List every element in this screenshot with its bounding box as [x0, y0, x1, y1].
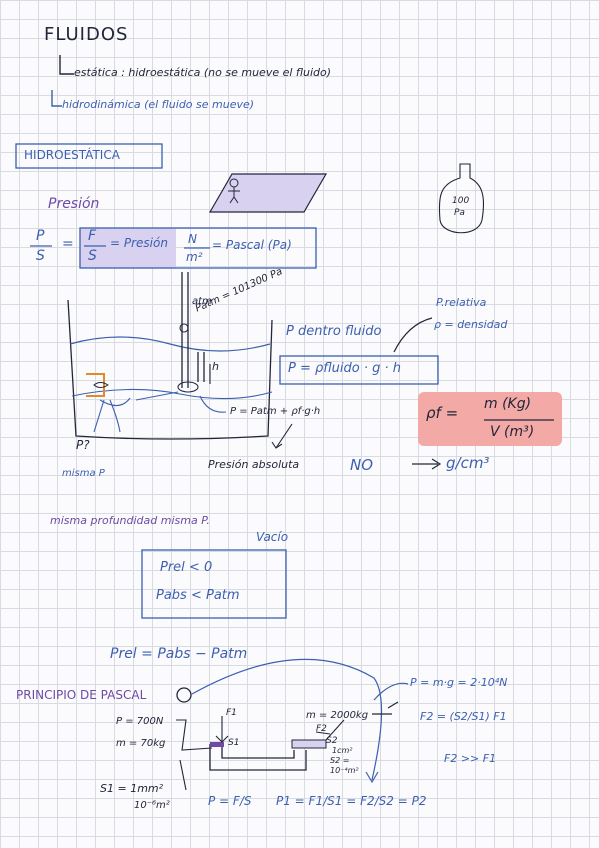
pascal-m2000: m = 2000kg — [306, 710, 369, 721]
pascal-pmg: P = m·g = 2·10⁴N — [410, 676, 508, 689]
pascal-pfs: P = F/S — [208, 794, 252, 808]
surface-parallelogram — [208, 173, 328, 213]
water-layer — [71, 388, 273, 400]
pascal-cm2: 1cm² — [332, 746, 353, 755]
formula-label: = Presión — [110, 236, 168, 250]
section-box — [15, 143, 163, 169]
bottle-icon — [438, 163, 485, 234]
formula-p: P — [36, 228, 45, 244]
relativa-label: P.relativa — [436, 296, 487, 309]
misma-p: misma P — [62, 468, 105, 479]
vacio-box — [141, 549, 287, 619]
pascal-s1val: 10⁻⁶m² — [134, 800, 170, 811]
pascal-m70: m = 70kg — [116, 738, 166, 749]
formula-f: F — [88, 228, 97, 244]
pascal-s2val: 10⁻⁴m² — [330, 766, 359, 775]
branch-arrow-1 — [59, 55, 74, 75]
branch-arrow-2 — [51, 90, 62, 107]
vacio-line1: Prel < 0 — [160, 560, 213, 575]
h-label: h — [212, 360, 219, 373]
formula-n: N — [188, 232, 197, 246]
absoluta-label: Presión absoluta — [208, 458, 300, 471]
pressure-heading: Presión — [48, 196, 100, 212]
bottle-label-1: 100 — [452, 196, 470, 206]
profundidad-note: misma profundidad misma P. — [50, 514, 210, 527]
no-label: NO — [350, 456, 374, 474]
branch-statics: estática : hidroestática (no se mueve el… — [74, 66, 332, 79]
dentro-label: P dentro fluido — [286, 324, 382, 339]
pascal-p700: P = 700N — [116, 716, 164, 727]
gcm-label: g/cm³ — [446, 454, 490, 472]
pascal-arc — [191, 658, 383, 781]
pascal-title: PRINCIPIO DE PASCAL — [16, 688, 147, 702]
formula-s2: S — [88, 248, 97, 264]
pascal-f2gt: F2 >> F1 — [444, 752, 497, 765]
pascal-f2eq: F2 = (S2/S1) F1 — [420, 710, 507, 723]
dentro-formula: P = ρfluido · g · h — [288, 361, 401, 376]
vacio-line2: Pabs < Patm — [156, 588, 240, 603]
density-box — [418, 392, 562, 446]
pascal-p1: P1 = F1/S1 = F2/S2 = P2 — [276, 794, 427, 808]
density-lhs: ρf = — [426, 404, 459, 422]
pascal-f2: F2 — [316, 724, 327, 734]
pfluid-box — [279, 355, 439, 385]
formula-eq: = — [62, 236, 74, 252]
pascal-s1: S1 — [228, 738, 240, 748]
pascal-s2eq: S2 = — [330, 756, 350, 765]
atm-label: atm — [192, 296, 212, 307]
vacio-title: Vacío — [256, 530, 289, 544]
formula-highlight — [80, 228, 176, 268]
density-den: V (m³) — [490, 424, 535, 440]
pascal-s2: S2 — [326, 736, 338, 746]
formula-unit: = Pascal (Pa) — [212, 238, 292, 252]
densidad-label: ρ = densidad — [434, 318, 508, 331]
press-vessel — [209, 744, 307, 771]
p-abs-formula: P = Patm + ρf·g·h — [230, 406, 321, 417]
formula-box — [79, 227, 317, 269]
formula-m2: m² — [186, 250, 203, 264]
formula-s: S — [36, 248, 45, 264]
prel-formula: Prel = Pabs − Patm — [110, 646, 248, 662]
container — [67, 299, 273, 440]
pascal-s1eq: S1 = 1mm² — [100, 782, 164, 795]
section-heading: HIDROESTÁTICA — [24, 148, 120, 162]
branch-dynamics: hidrodinámica (el fluido se mueve) — [62, 98, 255, 111]
object-icon — [86, 373, 105, 397]
density-num: m (Kg) — [484, 396, 532, 412]
page-title: FLUIDOS — [44, 24, 129, 45]
bottle-label-2: Pa — [454, 208, 465, 218]
water-surface — [69, 336, 271, 352]
p-question: P? — [76, 438, 90, 452]
pascal-f1: F1 — [226, 708, 237, 718]
